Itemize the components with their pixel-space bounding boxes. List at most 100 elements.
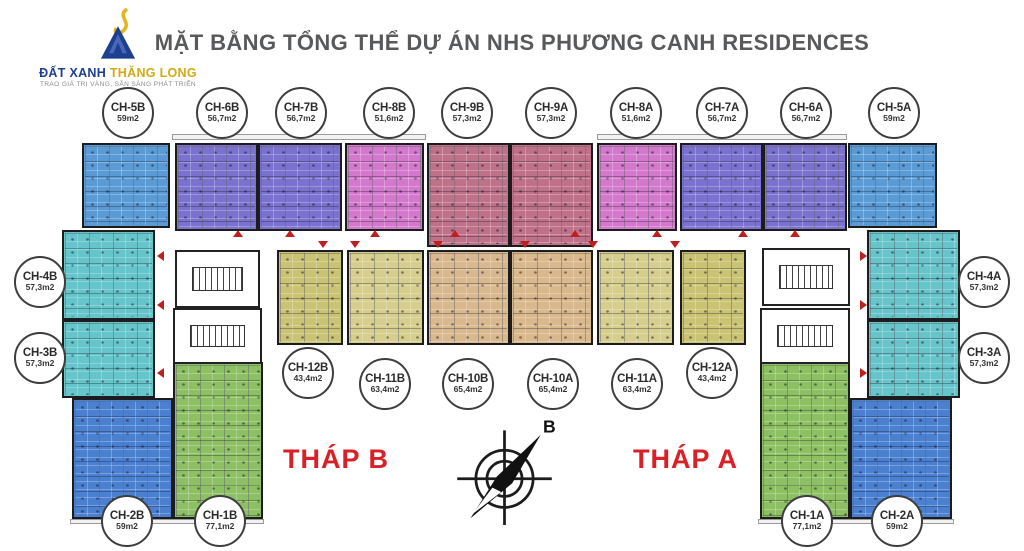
unit-area: 57,3m2 [969, 358, 999, 369]
unit-code: CH-11B [365, 373, 405, 386]
unit-area: 57,3m2 [25, 358, 55, 369]
tower-a-label: THÁP A [633, 444, 739, 474]
unit-CH-11B [347, 250, 424, 345]
unit-area: 57,3m2 [969, 282, 999, 293]
unit-code: CH-5A [876, 102, 912, 115]
unit-code: CH-10A [532, 373, 574, 386]
direction-arrow [860, 251, 867, 261]
stair-core [760, 308, 850, 364]
unit-area: 65,4m2 [453, 384, 483, 395]
unit-area: 43,4m2 [293, 373, 323, 384]
direction-arrow [860, 368, 867, 378]
unit-code: CH-9A [533, 102, 569, 115]
direction-arrow [670, 241, 680, 248]
unit-code: CH-4A [966, 271, 1002, 284]
logo-brand-blue: ĐẤT XANH [39, 66, 107, 80]
unit-code: CH-11A [617, 373, 657, 386]
unit-area: 59m2 [117, 113, 139, 124]
unit-code: CH-3B [22, 347, 58, 360]
unit-code: CH-1A [789, 510, 825, 523]
unit-CH-7A [680, 143, 763, 231]
unit-area: 51,6m2 [374, 113, 404, 124]
unit-area: 59m2 [883, 113, 905, 124]
unit-CH-4A [867, 230, 960, 320]
direction-arrow [738, 230, 748, 237]
direction-arrow [157, 300, 164, 310]
unit-CH-12A [680, 250, 746, 345]
unit-CH-1B [173, 362, 263, 519]
unit-CH-5A [848, 143, 937, 228]
unit-area: 77,1m2 [205, 521, 235, 532]
direction-arrow [370, 230, 380, 237]
unit-CH-7B [258, 143, 342, 231]
unit-CH-1A [760, 362, 850, 519]
unit-CH-12B [277, 250, 343, 345]
unit-code: CH-8B [371, 102, 407, 115]
unit-code: CH-2A [879, 510, 915, 523]
unit-code: CH-3A [966, 347, 1002, 360]
stair-core [173, 308, 262, 364]
unit-CH-10A [510, 250, 593, 345]
unit-area: 56,7m2 [791, 113, 821, 124]
unit-code: CH-12A [691, 362, 733, 375]
logo-tagline: TRAO GIÁ TRỊ VÀNG, SẴN SÀNG PHÁT TRIỂN [39, 81, 197, 88]
unit-code: CH-6A [788, 102, 824, 115]
stair-core [762, 248, 850, 306]
unit-area: 57,3m2 [452, 113, 482, 124]
unit-area: 57,3m2 [536, 113, 566, 124]
unit-CH-8B [345, 143, 424, 231]
unit-code: CH-12B [287, 362, 329, 375]
unit-CH-11A [597, 250, 674, 345]
logo-brand: ĐẤT XANH THĂNG LONG [18, 66, 218, 80]
unit-CH-6B [175, 143, 258, 231]
unit-CH-9A [510, 143, 593, 247]
direction-arrow [157, 368, 164, 378]
direction-arrow [433, 241, 443, 248]
unit-area: 59m2 [886, 521, 908, 532]
unit-area: 63,4m2 [370, 384, 400, 395]
direction-arrow [350, 241, 360, 248]
compass-north-letter: B [543, 417, 556, 437]
direction-arrow [285, 230, 295, 237]
direction-arrow [233, 230, 243, 237]
balcony-strip [758, 519, 954, 524]
unit-area: 51,6m2 [621, 113, 651, 124]
unit-area: 43,4m2 [697, 373, 727, 384]
unit-code: CH-7A [704, 102, 740, 115]
unit-code: CH-7B [283, 102, 319, 115]
unit-area: 65,4m2 [538, 384, 568, 395]
unit-area: 77,1m2 [792, 521, 822, 532]
direction-arrow [790, 230, 800, 237]
tower-b-label: THÁP B [283, 444, 390, 474]
direction-arrow [520, 241, 530, 248]
unit-area: 63,4m2 [622, 384, 652, 395]
logo-brand-gold: THĂNG LONG [109, 66, 197, 80]
unit-CH-10B [427, 250, 510, 345]
datxanh-logo: ĐẤT XANH THĂNG LONG TRAO GIÁ TRỊ VÀNG, S… [18, 8, 218, 88]
unit-code: CH-6B [204, 102, 240, 115]
direction-arrow [157, 251, 164, 261]
unit-code: CH-5B [110, 102, 146, 115]
unit-CH-3A [867, 320, 960, 398]
page-title: MẶT BẰNG TỔNG THỂ DỰ ÁN NHS PHƯƠNG CANH … [154, 30, 870, 55]
direction-arrow [318, 241, 328, 248]
unit-code: CH-2B [109, 510, 145, 523]
